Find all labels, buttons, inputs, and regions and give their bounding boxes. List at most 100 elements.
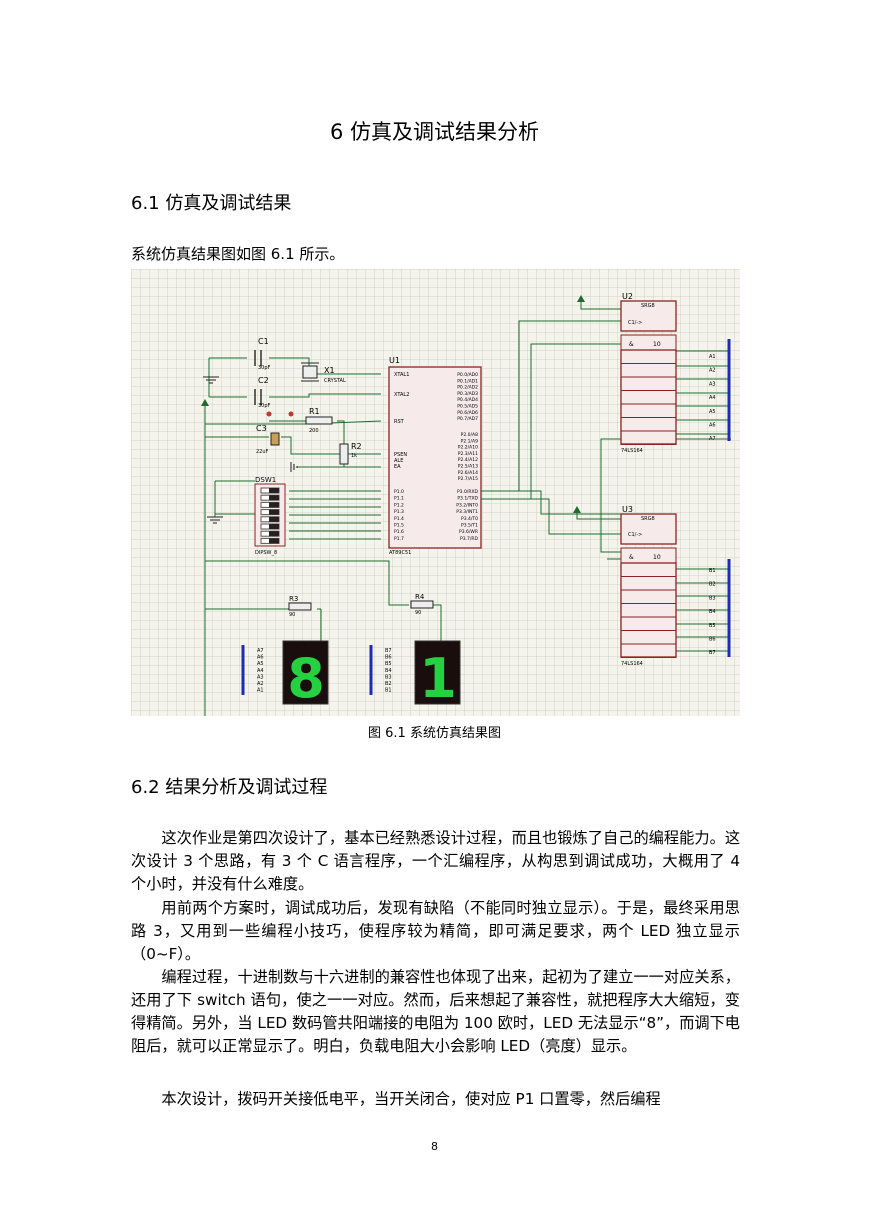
u1-p2-pin-label: P2.4/A12 (458, 457, 478, 463)
shift-register-cell (620, 643, 677, 658)
svg-text:200: 200 (309, 428, 319, 434)
u1-p2-pin-label: P2.1/A9 (461, 438, 478, 444)
u1-p3-pin-label: P3.0/RXD (457, 489, 479, 495)
shift-register-u3: U3 SRG8 C1/-> & 10 74LS164 B1B2B3B4B5B6B… (620, 505, 716, 667)
svg-text:U3: U3 (622, 505, 633, 514)
resistor-r3: R3 90 (288, 595, 312, 618)
u1-p1-pin-label: P1.2 (394, 502, 404, 508)
u1-p3-pins: P3.0/RXDP3.1/TXDP3.2/INT0P3.3/INT1P3.4/T… (456, 489, 478, 542)
shift-register-u2: U2 SRG8 C1/-> & 10 74LS164 A1A2A3A4A5A6A… (620, 292, 716, 454)
svg-text:R2: R2 (351, 442, 362, 451)
u1-p3-pin-label: P3.4/T0 (461, 516, 478, 522)
u1-p3-pin-label: P3.5/T1 (461, 523, 478, 529)
display-2-input-label: B7 (385, 648, 392, 654)
dip-switch-dsw1: DSW1 DIPSW_8 (254, 476, 286, 556)
svg-text:&: & (629, 554, 634, 561)
u1-p0-pin-label: P0.5/AD5 (457, 404, 478, 410)
u1-p3-pin-label: P3.3/INT1 (456, 509, 478, 515)
svg-text:30pF: 30pF (258, 365, 271, 371)
u2-output-label: A5 (709, 409, 716, 415)
svg-text:DIPSW_8: DIPSW_8 (255, 550, 277, 556)
svg-text:CRYSTAL: CRYSTAL (324, 378, 346, 384)
u3-output-label: B6 (709, 637, 716, 643)
u1-p0-pin-label: P0.1/AD1 (457, 378, 478, 384)
resistor-r4: R4 90 (410, 593, 434, 616)
u1-p2-pin-label: P2.2/A10 (458, 445, 478, 451)
u1-p3-pin-label: P3.1/TXD (457, 496, 478, 502)
svg-text:10: 10 (653, 341, 661, 348)
u1-p2-pin-label: P2.3/A11 (458, 451, 478, 457)
u1-p3-pin-label: P3.7/RD (460, 536, 479, 542)
u1-p2-pin-label: P2.6/A14 (458, 470, 478, 476)
u1-p0-pin-label: P0.2/AD2 (457, 385, 478, 391)
svg-text:10: 10 (653, 554, 661, 561)
svg-text:XTAL1: XTAL1 (394, 372, 409, 378)
page-number: 8 (431, 1140, 438, 1153)
display-1-input-label: A6 (257, 655, 264, 661)
svg-text:90: 90 (289, 612, 295, 618)
svg-text:&: & (629, 341, 634, 348)
u1-p0-pin-label: P0.6/AD6 (457, 410, 478, 416)
svg-text:90: 90 (415, 610, 421, 616)
paragraph-4: 本次设计，拨码开关接低电平，当开关闭合，使对应 P1 口置零，然后编程 (161, 1090, 661, 1108)
dip-switch-lever (269, 531, 279, 537)
figure-caption: 图 6.1 系统仿真结果图 (368, 726, 501, 741)
u3-output-label: B1 (709, 568, 716, 574)
svg-text:SRG8: SRG8 (641, 516, 655, 522)
u1-p1-pin-label: P1.5 (394, 523, 404, 529)
display-1-input-label: A2 (257, 681, 264, 687)
svg-text:C2: C2 (258, 376, 269, 385)
svg-text:AT89C51: AT89C51 (389, 550, 411, 556)
u1-p0-pin-label: P0.0/AD0 (457, 372, 478, 378)
dip-switch-lever (269, 516, 279, 522)
u1-p1-pin-label: P1.7 (394, 536, 404, 542)
section-title-6-1: 6.1 仿真及调试结果 (131, 193, 292, 214)
u1-p0-pin-label: P0.3/AD3 (457, 391, 478, 397)
display-2-input-label: B4 (385, 668, 392, 674)
display-2-input-label: B6 (385, 655, 392, 661)
u1-p0-pin-label: P0.7/AD7 (457, 416, 478, 422)
svg-text:C1/->: C1/-> (628, 532, 642, 538)
svg-text:1: 1 (419, 647, 457, 710)
display-1-input-label: A4 (257, 668, 264, 674)
section-title-6-2: 6.2 结果分析及调试过程 (131, 777, 328, 798)
display-1-input-label: A3 (257, 674, 264, 680)
u1-p1-pin-label: P1.0 (394, 489, 404, 495)
dip-switch-lever (269, 495, 279, 501)
display-1-input-label: A7 (257, 648, 264, 654)
svg-text:ALE: ALE (394, 458, 403, 464)
svg-text:R4: R4 (415, 593, 425, 601)
simulation-figure: C1 30pF C2 30pF X1 CRYSTAL C3 22uF R1 20… (131, 269, 740, 869)
dip-switch-lever (269, 488, 279, 493)
shift-register-cell (620, 430, 677, 445)
resistor-r1: R1 200 (266, 407, 333, 434)
svg-text:1k: 1k (351, 453, 357, 459)
u3-output-label: B7 (709, 650, 716, 656)
svg-text:C1/->: C1/-> (628, 320, 642, 326)
circuit-schematic: C1 30pF C2 30pF X1 CRYSTAL C3 22uF R1 20… (131, 269, 740, 869)
seven-segment-display-1: 8 (282, 640, 329, 710)
chapter-title: 6 仿真及调试结果分析 (329, 120, 540, 144)
svg-text:22uF: 22uF (256, 449, 269, 455)
u1-p1-pin-label: P1.6 (394, 529, 404, 535)
dip-switch-lever (269, 524, 279, 529)
paragraph-3: 编程过程，十进制数与十六进制的兼容性也体现了出来，起初为了建立一一对应关系，还用… (131, 968, 740, 1055)
u2-output-label: A4 (709, 395, 716, 401)
svg-text:U1: U1 (389, 356, 400, 365)
svg-text:30pF: 30pF (258, 403, 271, 409)
crystal-x1: X1 CRYSTAL (301, 362, 346, 384)
capacitor-c1: C1 30pF (254, 337, 271, 371)
display-1-input-label: A1 (257, 688, 264, 694)
mcu-u1: U1 AT89C51 XTAL1 XTAL2 RST PSEN ALE EA P… (388, 356, 482, 556)
u3-output-label: B5 (709, 623, 716, 629)
svg-text:DSW1: DSW1 (255, 476, 276, 484)
u1-p1-pin-label: P1.3 (394, 509, 404, 515)
svg-text:74LS164: 74LS164 (621, 661, 643, 667)
dip-switch-lever (269, 509, 279, 515)
u2-output-label: A6 (709, 423, 716, 429)
svg-text:X1: X1 (324, 366, 335, 375)
paragraph-1: 这次作业是第四次设计了，基本已经熟悉设计过程，而且也锻炼了自己的编程能力。这次设… (131, 829, 740, 893)
power-arrows (201, 295, 585, 513)
u1-p2-pin-label: P2.0/A8 (461, 432, 478, 438)
seven-segment-display-2: 1 (414, 640, 461, 710)
